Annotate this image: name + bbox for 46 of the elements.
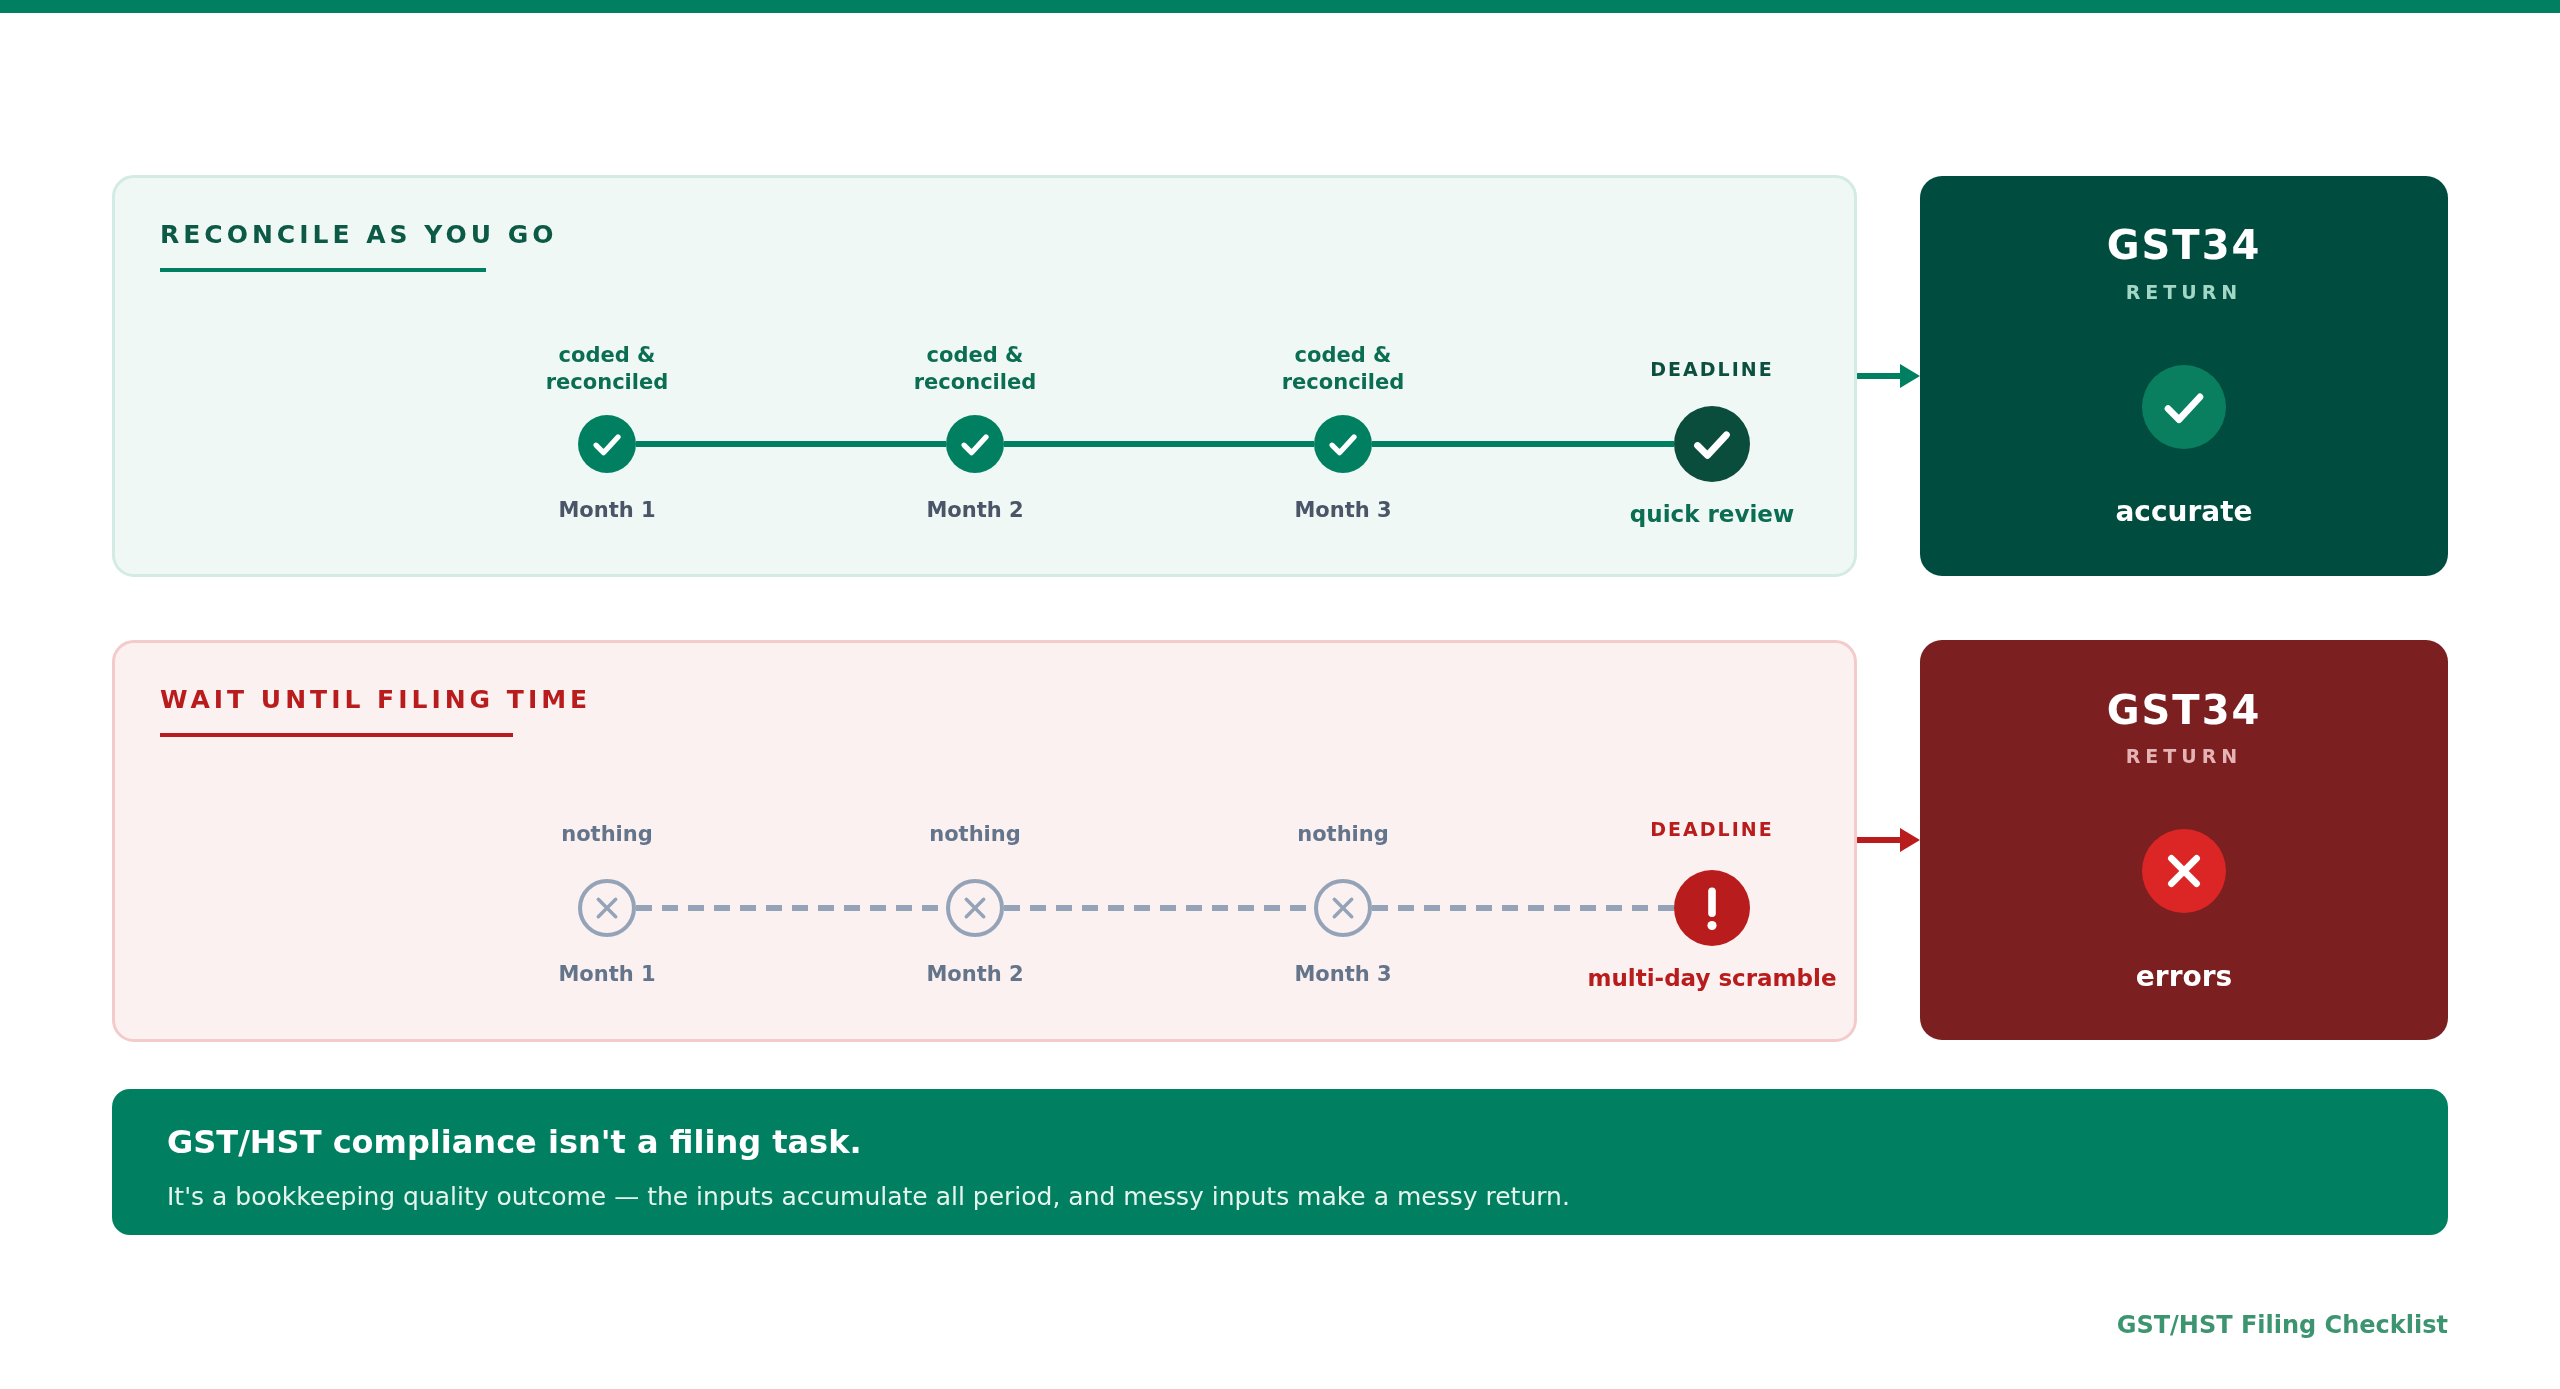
- check-circle-icon: [946, 415, 1004, 473]
- check-circle-icon: [1674, 406, 1750, 482]
- arrow: [1857, 828, 1920, 852]
- banner-text: It's a bookkeeping quality outcome — the inputs accumulate all period, and messy inputs make a messy return.: [167, 1181, 1570, 1213]
- form-number: GST34: [2106, 221, 2262, 270]
- status-label: nothing: [1297, 820, 1389, 847]
- status-label: coded & reconciled: [912, 342, 1038, 397]
- return-card: [1920, 640, 2448, 1040]
- form-subtitle: RETURN: [2125, 281, 2243, 305]
- banner-heading: GST/HST compliance isn't a filing task.: [167, 1122, 862, 1162]
- status-label: coded & reconciled: [1280, 342, 1406, 397]
- result-label: accurate: [2115, 493, 2253, 529]
- exclamation-circle-icon: [1674, 870, 1750, 946]
- summary-banner: [112, 1089, 2448, 1235]
- connector-line: [1372, 441, 1674, 447]
- check-circle-icon: [1314, 415, 1372, 473]
- arrow: [1857, 364, 1920, 388]
- form-subtitle: RETURN: [2125, 745, 2243, 769]
- cross-circle-icon: [1314, 879, 1372, 937]
- dashed-connector-line: [1372, 905, 1674, 911]
- status-label: nothing: [561, 820, 653, 847]
- return-card: [1920, 176, 2448, 576]
- status-label: coded & reconciled: [544, 342, 670, 397]
- outcome-label: quick review: [1629, 500, 1795, 529]
- status-label: nothing: [929, 820, 1021, 847]
- connector-line: [636, 441, 946, 447]
- deadline-label: DEADLINE: [1650, 358, 1774, 382]
- cross-circle-icon: [578, 879, 636, 937]
- period-label: Month 3: [1294, 961, 1392, 988]
- period-label: Month 3: [1294, 497, 1392, 524]
- outcome-label: multi-day scramble: [1587, 964, 1837, 993]
- deadline-label: DEADLINE: [1650, 818, 1774, 842]
- period-label: Month 2: [926, 961, 1024, 988]
- panel-heading: RECONCILE AS YOU GO: [160, 219, 558, 251]
- timeline-panel: [112, 175, 1857, 577]
- timeline-panel: [112, 640, 1857, 1042]
- footer-label: GST/HST Filing Checklist: [2116, 1310, 2448, 1340]
- cross-circle-icon: [946, 879, 1004, 937]
- check-circle-icon: [578, 415, 636, 473]
- form-number: GST34: [2106, 686, 2262, 735]
- period-label: Month 2: [926, 497, 1024, 524]
- period-label: Month 1: [558, 961, 656, 988]
- period-label: Month 1: [558, 497, 656, 524]
- panel-heading: WAIT UNTIL FILING TIME: [160, 684, 592, 716]
- connector-line: [1004, 441, 1314, 447]
- result-label: errors: [2135, 958, 2233, 994]
